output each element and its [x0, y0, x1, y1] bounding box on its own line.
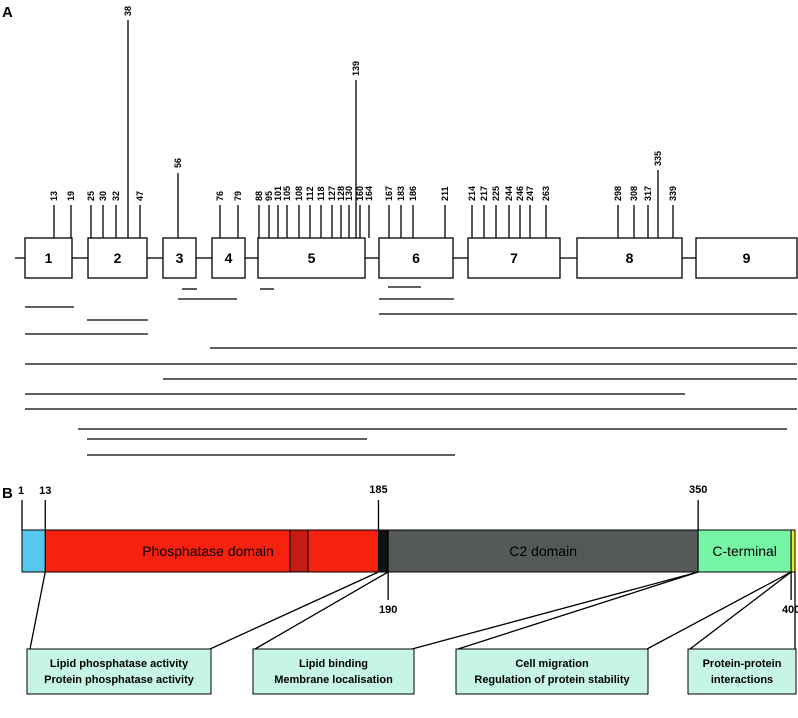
annotation-line-1: Protein-protein: [703, 658, 782, 670]
mutation-label: 139: [351, 61, 361, 76]
mutation-label: 32: [111, 191, 121, 201]
mutation-label: 160: [355, 186, 365, 201]
residue-label: 185: [369, 484, 387, 496]
annotation-line-2: Membrane localisation: [274, 674, 393, 686]
mutation-label: 244: [504, 186, 514, 201]
residue-label: 190: [379, 604, 397, 616]
annotation-box: [687, 648, 797, 695]
annotation-connector: [689, 571, 792, 650]
mutation-label: 164: [364, 186, 374, 201]
mutation-label: 105: [282, 186, 292, 201]
exon-label: 8: [626, 250, 634, 266]
mutation-label: 298: [613, 186, 623, 201]
catalytic-motif: [289, 529, 309, 573]
deletion-lines: [25, 286, 797, 456]
mutation-label: 88: [254, 191, 264, 201]
annotation-connector: [457, 571, 699, 650]
exon-box: [24, 237, 73, 279]
domain-segment: [790, 529, 796, 573]
residue-label: 1: [18, 485, 24, 497]
mutation-label: 263: [541, 186, 551, 201]
annotation-line-1: Lipid binding: [299, 658, 368, 670]
panel-label-b: B: [2, 485, 13, 502]
mutation-label: 217: [479, 186, 489, 201]
exon-label: 7: [510, 250, 518, 266]
annotation-connector: [646, 571, 792, 650]
annotation-box: [26, 648, 212, 695]
exon-box: [467, 237, 561, 279]
mutation-label: 108: [294, 186, 304, 201]
panel-label-a: A: [2, 4, 13, 21]
mutation-label: 335: [653, 151, 663, 166]
mutation-label: 76: [215, 191, 225, 201]
exon-label: 3: [176, 250, 184, 266]
exon-label: 5: [308, 250, 316, 266]
exon-label: 2: [114, 250, 122, 266]
annotation-box: [455, 648, 649, 695]
exon-label: 6: [412, 250, 420, 266]
mutation-label: 47: [135, 191, 145, 201]
residue-label: 400: [782, 604, 798, 616]
mutation-label: 167: [384, 186, 394, 201]
mutation-label: 130: [344, 186, 354, 201]
exon-map: 1 2 3 4 5 6 7 8 9: [15, 237, 798, 279]
mutation-label: 211: [440, 186, 450, 201]
annotation-connector: [411, 571, 699, 650]
mutation-label: 13: [49, 191, 59, 201]
mutation-label: 127: [327, 186, 337, 201]
exon-label: 1: [45, 250, 53, 266]
domain-segment: [44, 529, 379, 573]
mutation-label: 56: [173, 158, 183, 168]
protein-domain-map: Phosphatase domain C2 domain C-terminal 1 13…: [18, 484, 798, 616]
exon-box: [378, 237, 454, 279]
mutation-label: 247: [525, 186, 535, 201]
mutation-label: 183: [396, 186, 406, 201]
mutation-label: 38: [123, 6, 133, 16]
mutation-label: 308: [629, 186, 639, 201]
mutation-label: 317: [643, 186, 653, 201]
exon-box: [695, 237, 798, 279]
annotation-box: [252, 648, 415, 695]
domain-label: Phosphatase domain: [142, 543, 274, 559]
annotation-line-2: Regulation of protein stability: [474, 674, 630, 686]
mutation-label: 25: [86, 191, 96, 201]
mutation-label: 19: [66, 191, 76, 201]
annotation-line-2: interactions: [711, 674, 773, 686]
exon-box: [211, 237, 246, 279]
residue-label: 13: [39, 485, 51, 497]
annotation-connector: [254, 571, 389, 650]
domain-segment: [21, 529, 46, 573]
annotation-line-1: Lipid phosphatase activity: [50, 658, 189, 670]
exon-label: 4: [225, 250, 233, 266]
mutation-label: 118: [316, 186, 326, 201]
annotation-line-2: Protein phosphatase activity: [44, 674, 195, 686]
mutation-label: 214: [467, 186, 477, 201]
mutation-label: 79: [233, 191, 243, 201]
exon-box: [162, 237, 197, 279]
domain-segment: [377, 529, 389, 573]
domain-label: C2 domain: [509, 543, 577, 559]
mutation-label: 95: [264, 191, 274, 201]
annotation-connector: [29, 571, 46, 650]
annotation-line-1: Cell migration: [515, 658, 589, 670]
exon-box: [257, 237, 366, 279]
domain-label: C-terminal: [712, 543, 777, 559]
mutation-label: 186: [408, 186, 418, 201]
mutation-label: 246: [515, 186, 525, 201]
exon-box: [87, 237, 148, 279]
mutation-label: 30: [98, 191, 108, 201]
domain-segment: [697, 529, 792, 573]
mutation-label: 128: [336, 186, 346, 201]
mutation-label: 225: [491, 186, 501, 201]
annotation-connector: [209, 571, 379, 650]
mutation-label: 112: [305, 186, 315, 201]
exon-label: 9: [743, 250, 751, 266]
residue-label: 350: [689, 484, 707, 496]
mutation-label: 101: [273, 186, 283, 201]
exon-box: [576, 237, 683, 279]
mutation-label: 339: [668, 186, 678, 201]
